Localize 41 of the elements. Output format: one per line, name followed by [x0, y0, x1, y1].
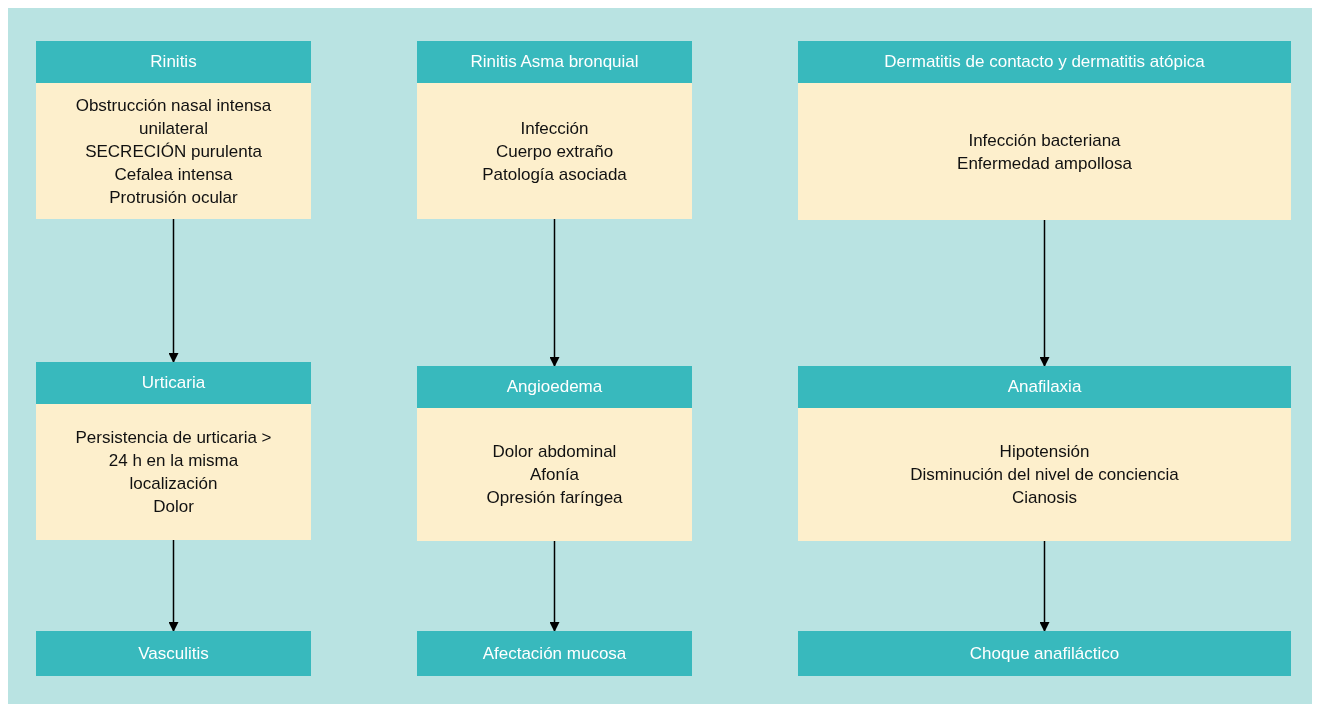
symptom-text: Patología asociada: [482, 163, 627, 186]
card: [798, 366, 1291, 541]
symptom-text: Enfermedad ampollosa: [957, 152, 1132, 175]
outcome-title: Choque anafiláctico: [969, 642, 1120, 665]
outcome-title: Vasculitis: [138, 642, 209, 665]
symptom-text: Persistencia de urticaria > 24 h en la misma localización: [74, 427, 273, 495]
symptom-text: Infección bacteriana: [968, 129, 1121, 152]
symptom-text: Obstrucción nasal intensa unilateral: [74, 94, 273, 140]
card: [417, 41, 692, 219]
symptom-text: Cefalea intensa: [113, 163, 234, 186]
arrow: [168, 539, 179, 632]
outcome-box: [417, 631, 692, 676]
symptom-text: Dolor: [152, 496, 195, 518]
card-title: Angioedema: [506, 376, 603, 399]
card: [36, 362, 311, 540]
symptom-text: Disminución del nivel de conciencia: [910, 464, 1179, 486]
outcome-box: [798, 631, 1291, 676]
arrow: [549, 540, 560, 632]
card-title: Urticaria: [141, 372, 206, 395]
outcome-box: [36, 631, 311, 676]
symptom-text: Cianosis: [1011, 487, 1078, 509]
symptom-text: Opresión faríngea: [486, 487, 623, 509]
arrow: [1039, 540, 1050, 632]
card: [798, 41, 1291, 220]
arrow: [168, 218, 179, 363]
symptom-text: Protrusión ocular: [108, 186, 239, 209]
card-title: Anafilaxia: [1007, 376, 1082, 399]
card: [36, 41, 311, 219]
card-title: Rinitis: [150, 51, 197, 74]
symptom-text: Hipotensión: [999, 441, 1090, 463]
symptom-text: SECRECIÓN purulenta: [84, 140, 263, 163]
card: [417, 366, 692, 541]
symptom-text: Afonía: [529, 464, 580, 486]
card-title: Rinitis Asma bronquial: [470, 51, 639, 74]
card-title: Dermatitis de contacto y dermatitis atópica: [884, 51, 1205, 74]
symptom-text: Dolor abdominal: [492, 441, 617, 463]
arrow: [1039, 219, 1050, 367]
symptom-text: Cuerpo extraño: [495, 140, 614, 163]
outcome-title: Afectación mucosa: [482, 642, 627, 665]
symptom-text: Infección: [520, 117, 589, 140]
arrow: [549, 218, 560, 367]
